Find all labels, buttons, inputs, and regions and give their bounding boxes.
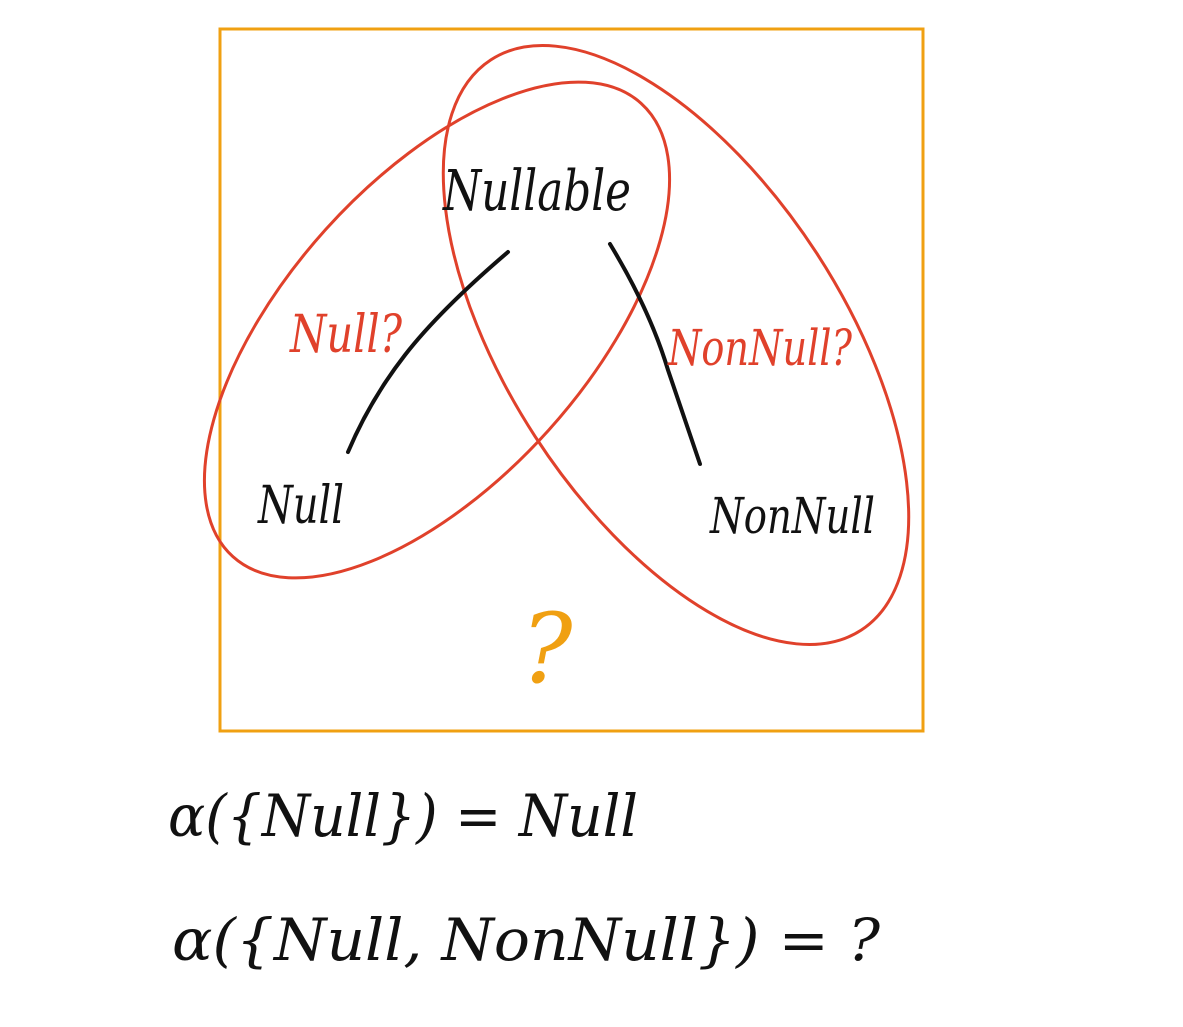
null-query-label: Null? [288,305,402,365]
box-question-mark: ? [521,593,573,705]
nonnull-set-ellipse [441,44,911,646]
node-null-label: Null [256,476,344,536]
nonnull-query-label: NonNull? [667,319,853,377]
node-nonnull-label: NonNull [709,487,875,545]
edge-nullable-to-nonnull [608,242,702,466]
node-nullable-label: Nullable [441,159,631,224]
equation-1: α({Null}) = Null [168,782,638,850]
edge-nullable-to-null [346,250,510,454]
universe-box [218,27,925,733]
null-set-ellipse [202,80,672,580]
equation-2: α({Null, NonNull}) = ? [172,906,881,974]
